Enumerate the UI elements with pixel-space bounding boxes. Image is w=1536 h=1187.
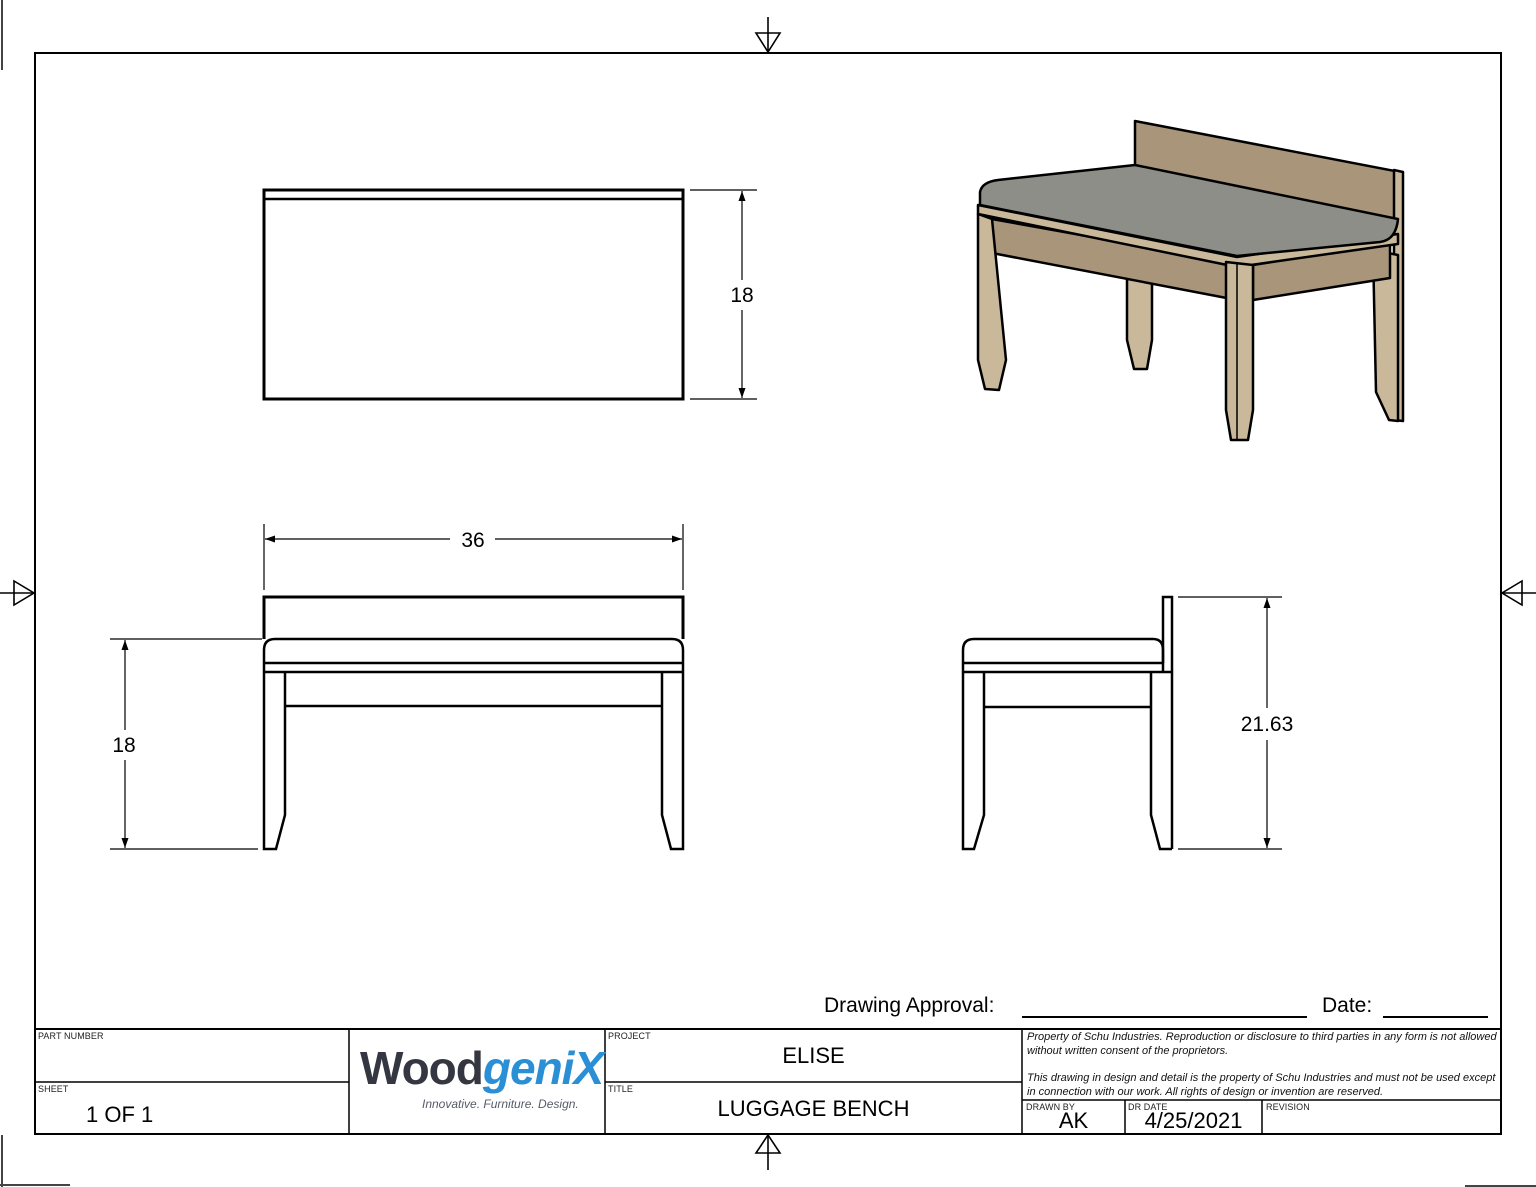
title-block-lines bbox=[35, 1016, 1501, 1134]
top-view bbox=[262, 188, 757, 401]
logo-wordmark-wood: Wood bbox=[360, 1042, 484, 1094]
drawing-approval-signature-field[interactable] bbox=[1022, 992, 1307, 1018]
front-view bbox=[110, 524, 685, 851]
dr-date-label: DR DATE bbox=[1128, 1102, 1168, 1112]
centering-mark-right bbox=[1500, 579, 1536, 607]
proprietary-notice-1: Property of Schu Industries. Reproductio… bbox=[1027, 1031, 1497, 1057]
project-label: PROJECT bbox=[608, 1031, 651, 1041]
sheet-value: 1 OF 1 bbox=[86, 1102, 154, 1127]
part-number-label: PART NUMBER bbox=[38, 1031, 104, 1041]
top-view-depth-dimension: 18 bbox=[730, 284, 753, 307]
drawing-approval-label: Drawing Approval: bbox=[824, 994, 995, 1017]
drawn-by-value: AK bbox=[1058, 1108, 1089, 1133]
centering-mark-left bbox=[0, 579, 36, 607]
project-value: ELISE bbox=[782, 1043, 845, 1068]
side-view-height-dimension: 21.63 bbox=[1241, 713, 1294, 736]
front-view-seat-height-dimension: 18 bbox=[112, 734, 135, 757]
drawn-by-label: DRAWN BY bbox=[1026, 1102, 1075, 1112]
revision-label: REVISION bbox=[1266, 1102, 1310, 1112]
logo-tagline: Innovative. Furniture. Design. bbox=[422, 1097, 579, 1111]
title-value: LUGGAGE BENCH bbox=[717, 1096, 910, 1121]
sheet-label: SHEET bbox=[38, 1084, 69, 1094]
approval-date-field[interactable] bbox=[1383, 992, 1488, 1018]
logo-wordmark-genix: geniX bbox=[482, 1042, 604, 1094]
centering-mark-bottom bbox=[754, 1133, 782, 1170]
side-view bbox=[961, 595, 1282, 851]
woodgenix-logo: WoodgeniX Innovative. Furniture. Design. bbox=[360, 1040, 604, 1120]
proprietary-notice-2: This drawing in design and detail is the… bbox=[1027, 1072, 1496, 1098]
front-view-width-dimension: 36 bbox=[461, 529, 484, 552]
dr-date-value: 4/25/2021 bbox=[1144, 1108, 1243, 1133]
approval-date-label: Date: bbox=[1322, 994, 1373, 1017]
isometric-view bbox=[976, 119, 1405, 442]
title-label: TITLE bbox=[608, 1084, 634, 1094]
centering-mark-top bbox=[754, 17, 782, 54]
